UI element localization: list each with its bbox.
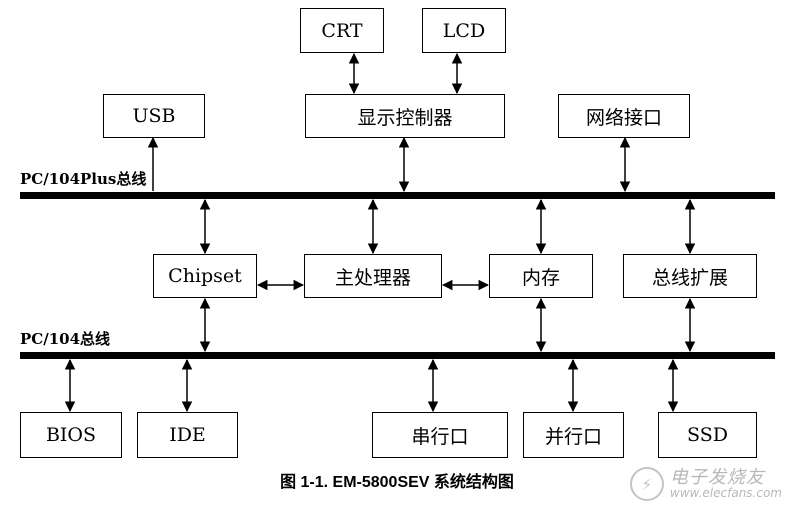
pc104-bus-bar [20,352,775,359]
usb-box: USB [103,94,205,138]
chipset-box: Chipset [153,254,257,298]
display-controller-box: 显示控制器 [305,94,505,138]
network-interface-box: 网络接口 [558,94,690,138]
serial-port-box: 串行口 [372,412,508,458]
pc104plus-bus-label: PC/104Plus总线 [20,170,147,188]
bus-expansion-box: 总线扩展 [623,254,757,298]
pc104-bus-label: PC/104总线 [20,330,111,348]
watermark-text-cn: 电子发烧友 [669,466,765,488]
lcd-box: LCD [422,8,506,53]
crt-box: CRT [300,8,384,53]
memory-box: 内存 [489,254,593,298]
ide-box: IDE [137,412,238,458]
main-processor-box: 主处理器 [304,254,442,298]
watermark-text-en: www.elecfans.com [669,486,782,501]
ssd-box: SSD [658,412,757,458]
watermark-text: 电子发烧友 www.elecfans.com [669,466,782,501]
pc104plus-bus-bar [20,192,775,199]
parallel-port-box: 并行口 [523,412,624,458]
figure-caption: 图 1-1. EM-5800SEV 系统结构图 [280,474,514,491]
bios-box: BIOS [20,412,122,458]
elecfans-watermark: ⚡ 电子发烧友 www.elecfans.com [629,466,782,501]
lightning-logo-icon: ⚡ [629,467,664,501]
